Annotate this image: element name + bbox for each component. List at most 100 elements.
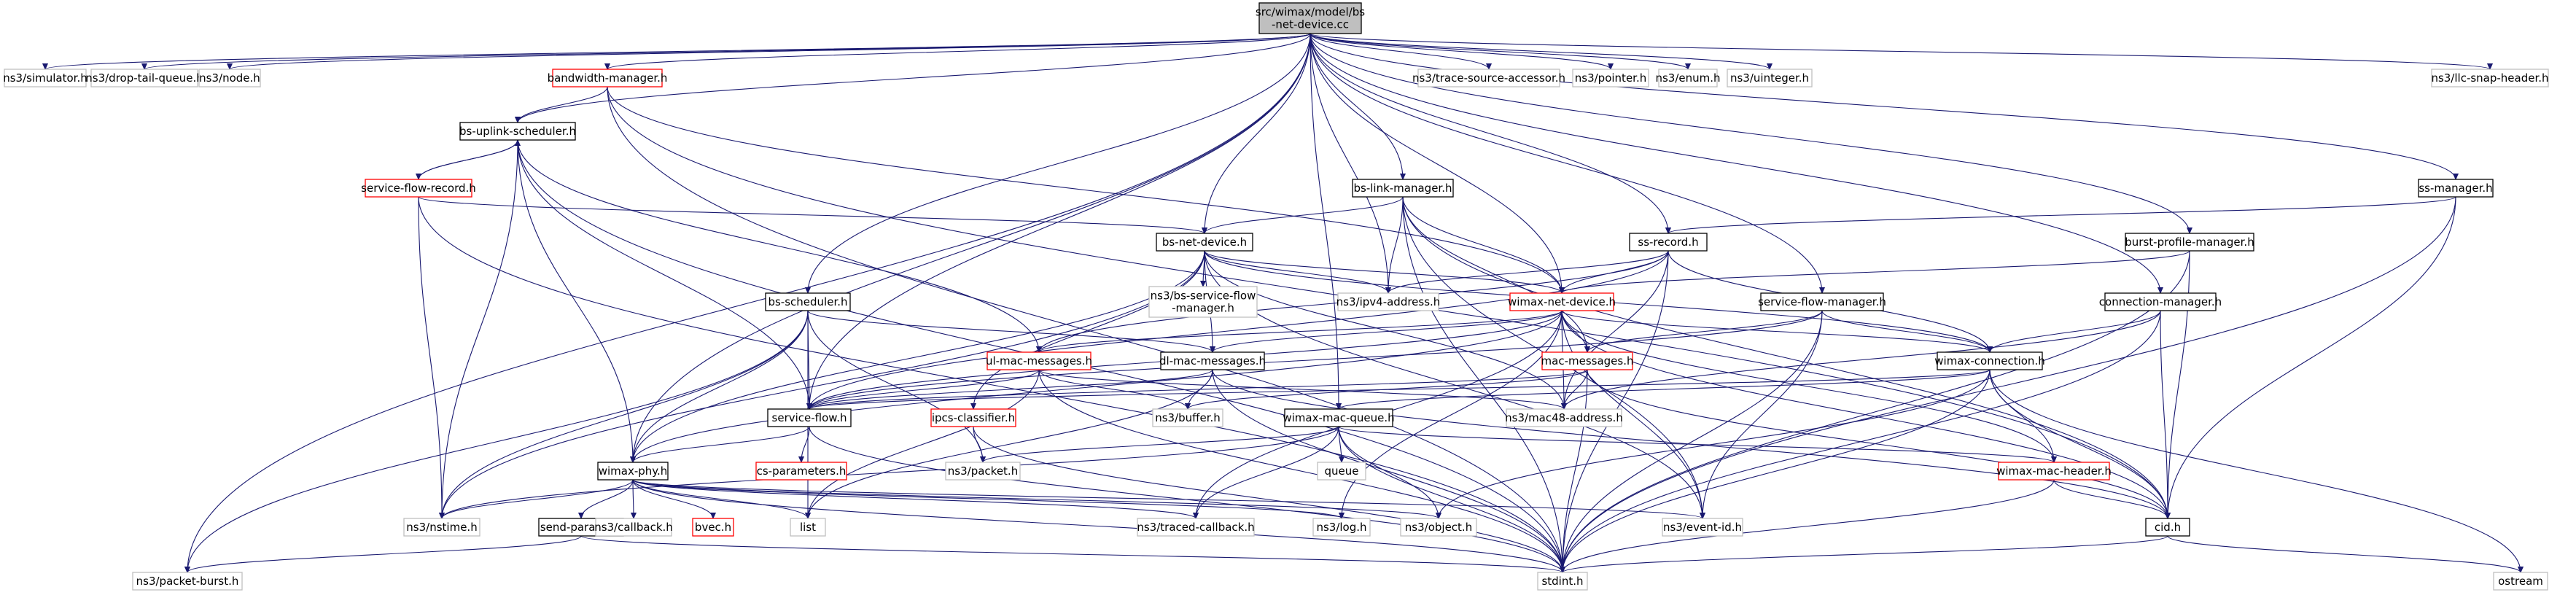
node-eventid: ns3/event-id.h [1662, 518, 1743, 537]
node-label-log: ns3/log.h [1316, 521, 1366, 534]
node-root[interactable]: src/wimax/model/bs-net-device.cc [1256, 2, 1365, 34]
node-wimaxmachdr[interactable]: wimax-mac-header.h [1996, 462, 2112, 481]
edge-sendparams-to-stdint [580, 535, 1563, 572]
node-box-object [1400, 518, 1477, 537]
node-ulmac[interactable]: ul-mac-messages.h [986, 351, 1092, 370]
edge-wimaxnetdev-to-macmsg [1561, 310, 1587, 352]
node-box-wimaxnetdev [1509, 292, 1614, 311]
node-wimaxconn[interactable]: wimax-connection.h [1934, 351, 2045, 370]
node-ipcs[interactable]: ipcs-classifier.h [930, 408, 1016, 427]
edge-sendparams-to-packetburst [187, 535, 582, 572]
edge-sfrecord-to-bsnetdev [418, 196, 1205, 233]
node-box-bsuplink [459, 122, 576, 141]
edge-dlmac-to-stdint [1212, 369, 1563, 572]
edge-wimaxphy-to-object [632, 479, 1439, 518]
node-sfmgr[interactable]: service-flow-manager.h [1758, 292, 1886, 311]
edge-ssrecord-to-ipv4addr [1388, 250, 1669, 293]
node-log: ns3/log.h [1312, 518, 1371, 537]
node-box-packetburst [132, 572, 243, 591]
node-label-bwmgr: bandwidth-manager.h [548, 71, 668, 85]
node-bsnetdev[interactable]: bs-net-device.h [1156, 233, 1253, 252]
node-bssched[interactable]: bs-scheduler.h [765, 292, 851, 311]
node-wimaxmacq[interactable]: wimax-mac-queue.h [1283, 408, 1395, 427]
node-label-csparams: cs-parameters.h [757, 464, 847, 478]
edge-wimaxmacq-to-wimaxmachdr [1338, 426, 2054, 462]
edge-connmgr-to-cid [2160, 310, 2168, 518]
node-box-bvec [692, 518, 734, 537]
node-box-ssrecord [1629, 233, 1708, 252]
edge-serviceflow-to-wimaxphy [633, 426, 810, 462]
node-label-sfmgr: service-flow-manager.h [1758, 295, 1886, 308]
node-connmgr[interactable]: connection-manager.h [2099, 292, 2222, 311]
node-cid[interactable]: cid.h [2145, 518, 2190, 537]
edge-wimaxmacq-to-stdint [1338, 426, 1563, 572]
node-label-root: -net-device.cc [1272, 18, 1349, 31]
edge-bslinkmgr-to-wimaxnetdev [1402, 196, 1562, 293]
edge-root-to-traceacc [1310, 33, 1489, 69]
edge-bsnetdev-to-ipv4addr [1204, 250, 1388, 293]
edge-bsnetdev-to-wimaxnetdev [1204, 250, 1562, 293]
node-bslinkmgr[interactable]: bs-link-manager.h [1352, 179, 1454, 198]
node-box-nstime [403, 518, 480, 537]
node-label-bsuplink: bs-uplink-scheduler.h [459, 125, 576, 138]
edge-root-to-burstprof [1310, 33, 2190, 233]
edge-bssched-to-packet [807, 310, 983, 462]
node-box-macmsg [1541, 351, 1633, 370]
node-bwmgr[interactable]: bandwidth-manager.h [548, 69, 668, 88]
node-box-buffer [1152, 408, 1223, 427]
edge-sfmgr-to-macmsg [1587, 310, 1823, 352]
node-box-bwmgr [552, 69, 663, 88]
node-label-bsnetdev: bs-net-device.h [1162, 236, 1247, 249]
node-ssmgr[interactable]: ss-manager.h [2418, 179, 2494, 198]
node-wimaxnetdev[interactable]: wimax-net-device.h [1508, 292, 1616, 311]
node-serviceflow[interactable]: service-flow.h [767, 408, 852, 427]
node-nstime: ns3/nstime.h [403, 518, 480, 537]
node-label-root: src/wimax/model/bs [1256, 6, 1365, 19]
node-callback: ns3/callback.h [594, 518, 673, 537]
node-dlmac[interactable]: dl-mac-messages.h [1159, 351, 1266, 370]
node-label-ostream: ostream [2498, 575, 2543, 588]
node-wimaxphy[interactable]: wimax-phy.h [597, 462, 669, 481]
edge-root-to-llcsnap [1310, 33, 2490, 69]
edge-ssrecord-to-serviceflow [809, 250, 1669, 409]
node-burstprof[interactable]: burst-profile-manager.h [2125, 233, 2254, 252]
edge-root-to-bsuplink [518, 33, 1311, 122]
edge-root-to-sfmgr [1310, 33, 1822, 293]
edge-bslinkmgr-to-cid [1402, 196, 2168, 518]
node-box-root [1258, 2, 1362, 34]
node-bvec[interactable]: bvec.h [692, 518, 734, 537]
node-box-wimaxmacq [1284, 408, 1393, 427]
node-traceacc: ns3/trace-source-accessor.h [1412, 69, 1565, 88]
node-label-bvec: bvec.h [695, 521, 731, 534]
edge-sfrecord-to-stdint [418, 196, 1563, 572]
node-sfrecord[interactable]: service-flow-record.h [361, 179, 476, 198]
node-ipv4addr: ns3/ipv4-address.h [1336, 292, 1440, 311]
node-macmsg[interactable]: mac-messages.h [1541, 351, 1634, 370]
node-box-bsnetdev [1156, 233, 1253, 252]
node-label-callback: ns3/callback.h [594, 521, 673, 534]
edge-bssched-to-wimaxphy [633, 310, 809, 462]
node-label-ipcs: ipcs-classifier.h [932, 411, 1015, 424]
node-box-tracedcb [1137, 518, 1255, 537]
edge-wimaxmachdr-to-cid [2053, 479, 2168, 518]
edge-root-to-ssrecord [1310, 33, 1668, 233]
node-ssrecord[interactable]: ss-record.h [1629, 233, 1708, 252]
edge-root-to-ssmgr [1310, 33, 2456, 179]
node-bsuplink[interactable]: bs-uplink-scheduler.h [459, 122, 576, 141]
edge-root-to-connmgr [1310, 33, 2160, 293]
edge-cid-to-stdint [1563, 535, 2168, 572]
edge-wimaxphy-to-eventid [632, 479, 1703, 518]
node-layer: src/wimax/model/bs-net-device.ccns3/simu… [3, 2, 2549, 591]
edge-wimaxnetdev-to-ulmac [1039, 310, 1563, 352]
node-csparams[interactable]: cs-parameters.h [755, 462, 847, 481]
edge-bsuplink-to-ulmac [517, 139, 1039, 352]
node-label-eventid: ns3/event-id.h [1663, 521, 1742, 534]
edge-ulmac-to-serviceflow [809, 369, 1040, 409]
node-uinteger: ns3/uinteger.h [1727, 69, 1813, 88]
edge-ssmgr-to-cid [2168, 196, 2456, 518]
edge-ulmac-to-stdint [1038, 369, 1563, 572]
edge-sfmgr-to-stdint [1563, 310, 1823, 572]
node-label-mac48: ns3/mac48-address.h [1505, 411, 1623, 424]
edge-wimaxphy-to-stdint [632, 479, 1563, 572]
